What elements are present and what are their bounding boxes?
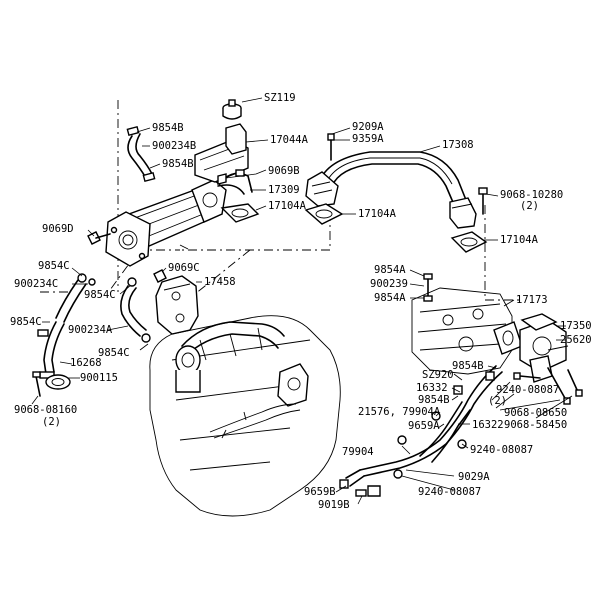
hose-16268 — [37, 321, 65, 379]
label-9359a: 9359A — [352, 133, 384, 145]
gasket-17104a-right — [450, 231, 488, 253]
label-sz920: SZ920 — [422, 369, 454, 381]
label-17458: 17458 — [204, 276, 236, 288]
bolt-9068-10280 — [478, 187, 488, 215]
label-9659b: 9659B — [304, 486, 336, 498]
label-9854b-d: 9854B — [418, 394, 450, 406]
label-qty-c: (2) — [42, 416, 61, 428]
label-9068-58450: 9068-58450 — [504, 419, 567, 431]
label-qty-a: (2) — [520, 200, 539, 212]
bolt-9209a — [327, 133, 335, 161]
label-9854c-b: 9854C — [84, 289, 116, 301]
label-17309: 17309 — [268, 184, 300, 196]
label-900115: 900115 — [80, 372, 118, 384]
egr-cooler — [105, 179, 227, 267]
label-9068-08160: 9068-08160 — [14, 404, 77, 416]
label-900234c: 900234C — [14, 278, 58, 290]
egr-valve-17350 — [519, 313, 569, 383]
label-9209a: 9209A — [352, 121, 384, 133]
label-17104a-c: 17104A — [500, 234, 539, 246]
label-17308: 17308 — [442, 139, 474, 151]
label-9240-08087-a: 9240-08087 — [496, 384, 559, 396]
label-9659a: 9659A — [408, 420, 440, 432]
heat-shield-17044a — [194, 123, 249, 183]
egr-pipe-17308 — [305, 151, 477, 229]
label-9069c: 9069C — [168, 262, 200, 274]
label-9019b: 9019B — [318, 499, 350, 511]
label-17350: 17350 — [560, 320, 592, 332]
bolt-9068-08160 — [32, 371, 41, 397]
cap-sz119 — [222, 99, 242, 120]
label-9240-08087-b: 9240-08087 — [470, 444, 533, 456]
label-9068-08650: 9068-08650 — [504, 407, 567, 419]
bolt-9069b — [217, 173, 227, 185]
bolt-9068-58450 — [567, 369, 583, 397]
callout-labels: SZ119 9854B 17044A 900234B 9854B 9069B 1… — [10, 92, 592, 511]
label-16332-a: 16332 — [416, 382, 448, 394]
label-79904: 79904 — [342, 446, 374, 458]
label-9240-08087-c: 9240-08087 — [418, 486, 481, 498]
label-9854b-c: 9854B — [452, 360, 484, 372]
label-9068-10280: 9068-10280 — [500, 189, 563, 201]
label-sz119: SZ119 — [264, 92, 296, 104]
gasket-17173 — [493, 321, 523, 355]
label-17173: 17173 — [516, 294, 548, 306]
label-21576: 21576, 79904A — [358, 406, 441, 418]
label-9854b-a: 9854B — [152, 122, 184, 134]
label-16322: 16322 — [472, 419, 504, 431]
label-17104a-a: 17104A — [268, 200, 307, 212]
bolt-9069d — [87, 231, 111, 245]
label-9069b: 9069B — [268, 165, 300, 177]
label-9029a: 9029A — [458, 471, 490, 483]
label-9854c-d: 9854C — [98, 347, 130, 359]
gasket-17104a-middle — [304, 203, 344, 225]
label-16268: 16268 — [70, 357, 102, 369]
label-900234b: 900234B — [152, 140, 196, 152]
hose-900234c — [55, 273, 96, 323]
label-9854c-c: 9854C — [10, 316, 42, 328]
leader-lines — [31, 97, 573, 505]
label-900234a: 900234A — [68, 324, 113, 336]
hose-900234b — [126, 125, 156, 183]
label-9854a-a: 9854A — [374, 264, 406, 276]
clamp-9854a — [423, 273, 433, 302]
label-qty-b: (2) — [488, 395, 507, 407]
engine-block — [149, 315, 341, 517]
label-9854a-b: 9854A — [374, 292, 406, 304]
label-900239: 900239 — [370, 278, 408, 290]
label-25620: 25620 — [560, 334, 592, 346]
bolt-9069c — [153, 269, 167, 283]
pipe-17309 — [217, 169, 253, 195]
label-17044a: 17044A — [270, 134, 309, 146]
label-9069d: 9069D — [42, 223, 74, 235]
bracket-17458 — [155, 275, 199, 335]
egr-valve-housing — [411, 287, 513, 375]
label-9854c-a: 9854C — [38, 260, 70, 272]
bracket-900115 — [45, 374, 71, 390]
hose-900234a — [120, 277, 151, 343]
bolt-9240-08087-a — [513, 372, 541, 380]
gasket-17104a-left — [220, 203, 260, 223]
label-17104a-b: 17104A — [358, 208, 397, 220]
label-9854b-b: 9854B — [162, 158, 194, 170]
